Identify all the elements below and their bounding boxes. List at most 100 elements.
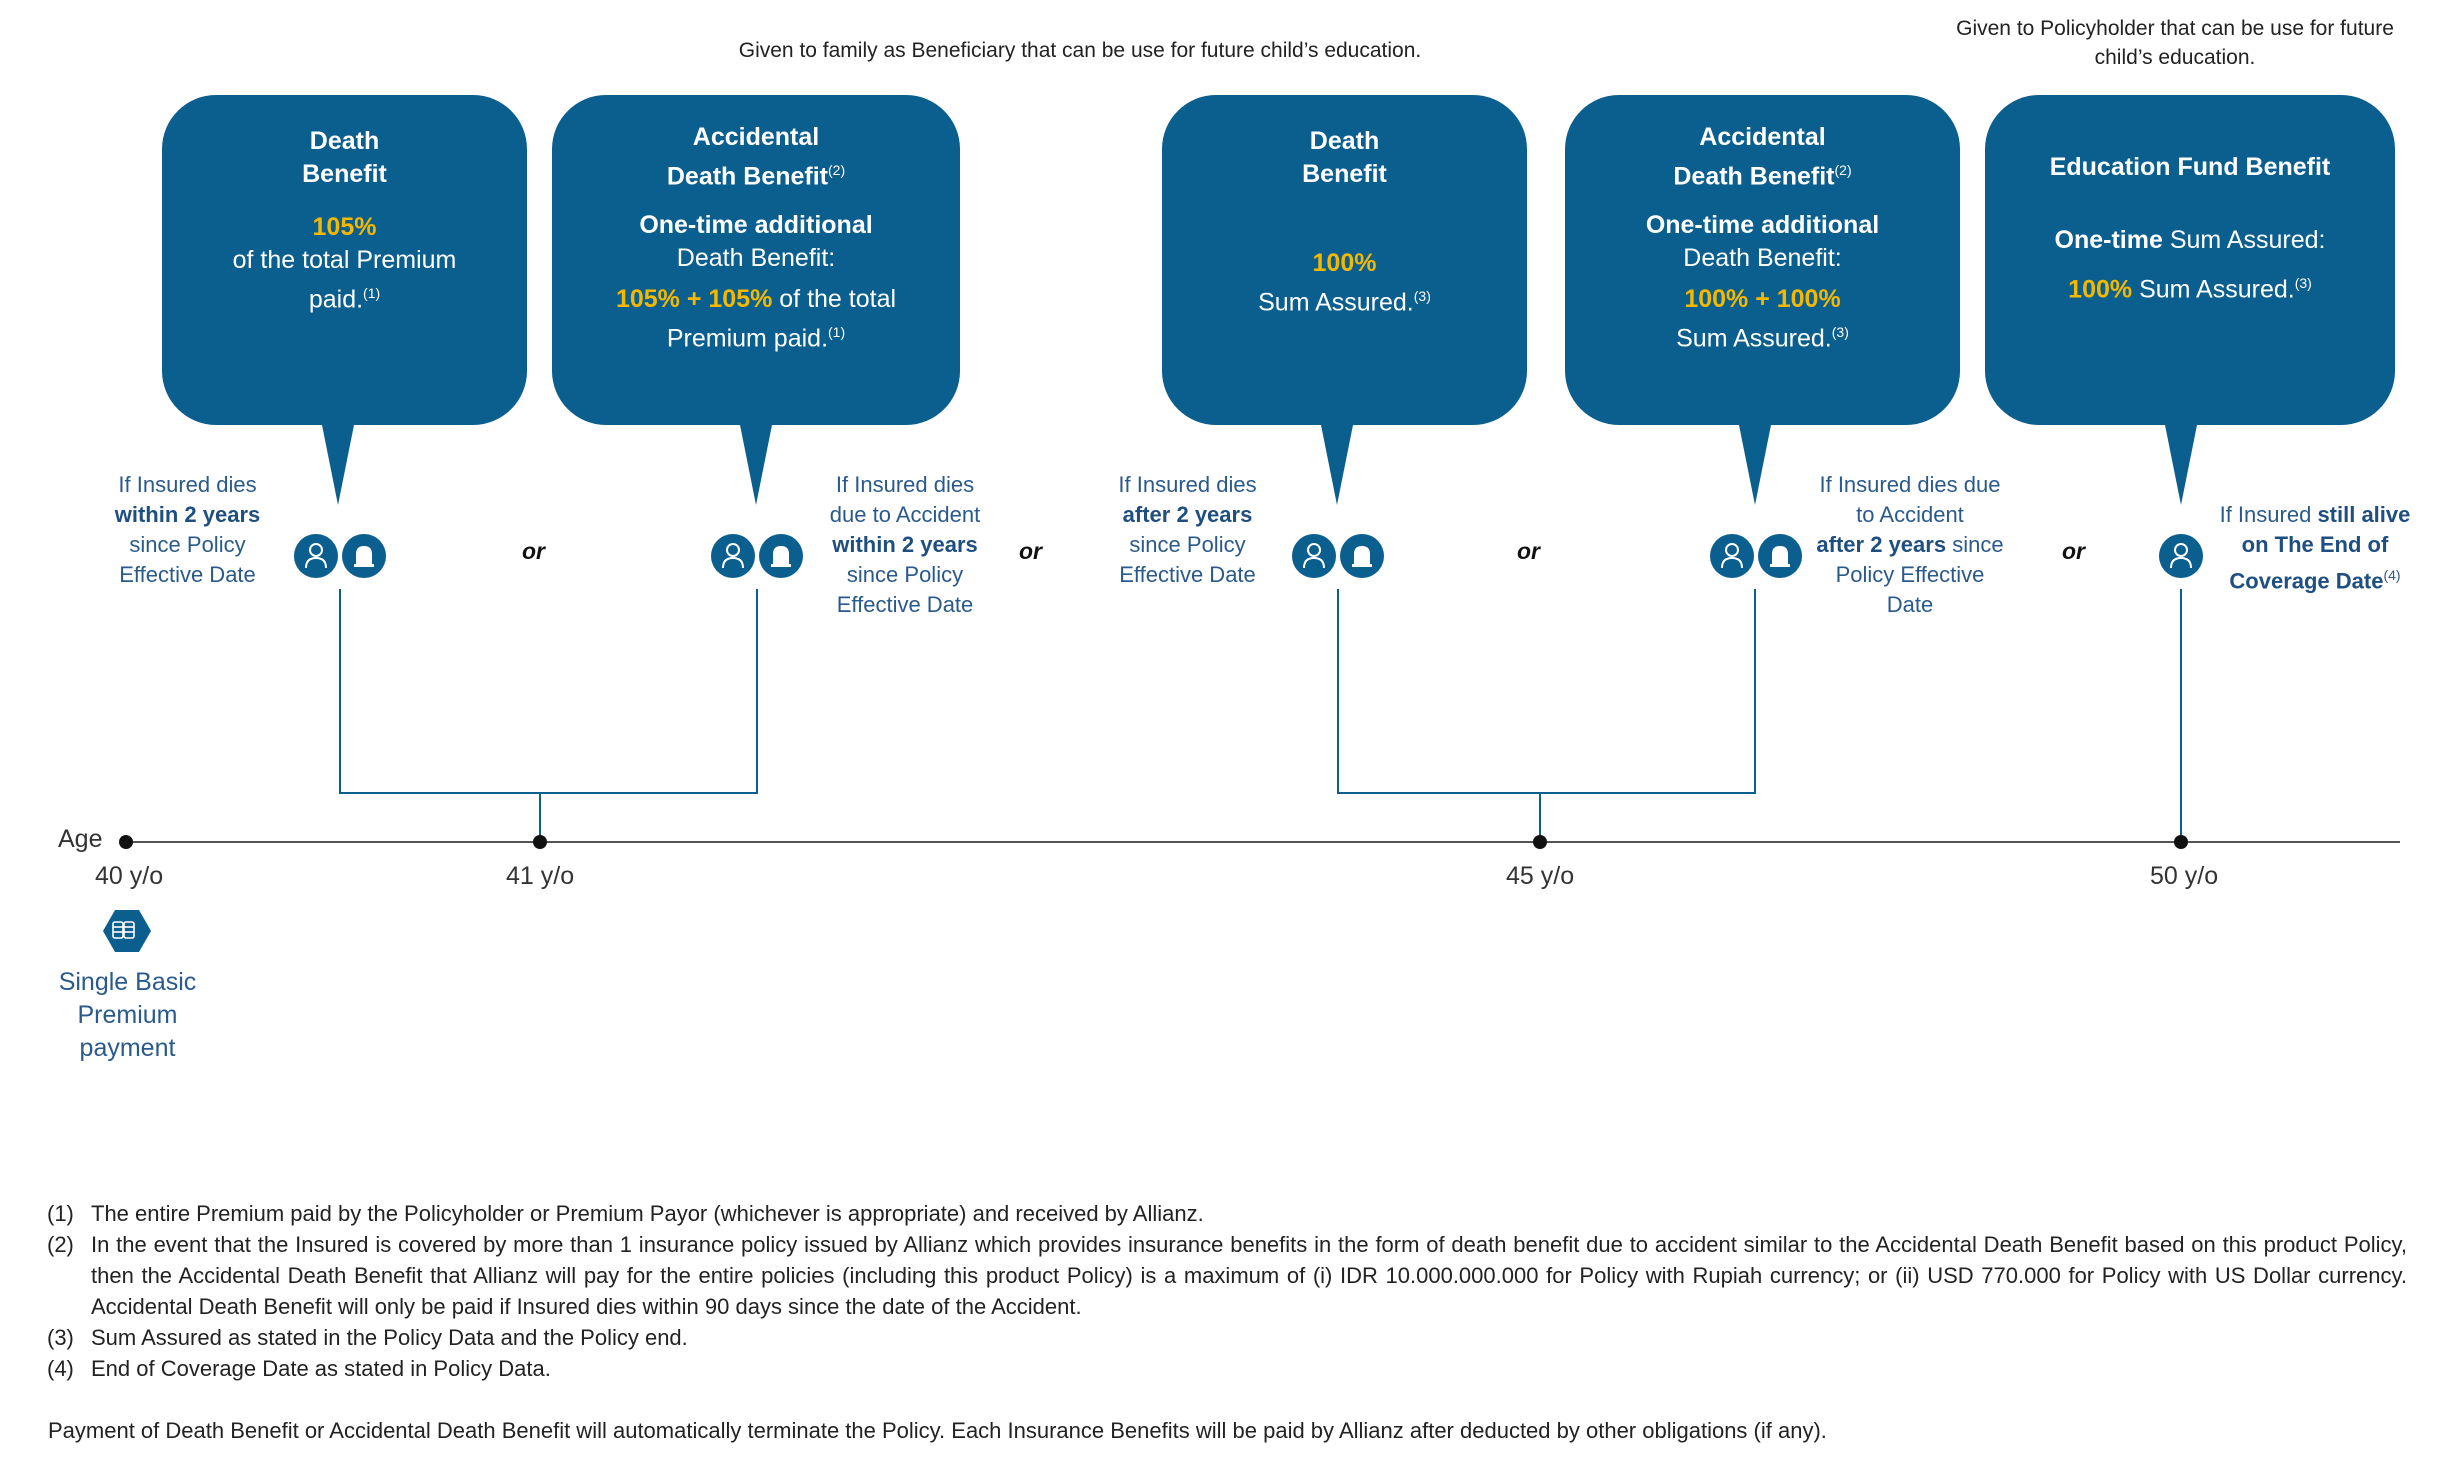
benefit-bold-line: One-time additional [1645, 211, 1880, 240]
footnote-ref: (2) [1834, 162, 1852, 178]
condition-1: If Insured dies within 2 years since Pol… [95, 470, 280, 590]
condition-text: Policy Effective [1835, 562, 1985, 587]
benefit-text: Sum Assured. [1258, 288, 1414, 317]
footnote-number: (2) [47, 1232, 74, 1257]
condition-text: since Policy [1129, 532, 1246, 557]
condition-4: If Insured dies due to Accident after 2 … [1800, 470, 2020, 620]
accidental-death-benefit-bubble-2: Accidental Death Benefit(2) One-time add… [1565, 95, 1960, 425]
death-benefit-bubble-1: Death Benefit 105% of the total Premium … [162, 95, 527, 425]
person-icon [711, 534, 755, 578]
age-tick-50: 50 y/o [2150, 862, 2219, 890]
condition-text: since Policy [846, 562, 964, 587]
bubble-tail [1739, 425, 1771, 505]
bubble-title: Death Benefit [1673, 162, 1835, 191]
footnote-text: In the event that the Insured is covered… [91, 1232, 2407, 1319]
footnote-item: (1) The entire Premium paid by the Policy… [47, 1198, 2407, 1229]
bubble-title: Benefit [1302, 160, 1387, 188]
benefit-text: Sum Assured: [2162, 226, 2326, 254]
footnote-ref: (3) [1831, 324, 1849, 341]
benefit-percentage: 105% + 105% [615, 285, 773, 314]
bubble-title: Death Benefit [666, 162, 828, 191]
footnote-item: (4) End of Coverage Date as stated in Pol… [47, 1353, 2407, 1384]
premium-text: payment [79, 1034, 176, 1062]
or-label: or [522, 538, 545, 564]
condition-bold: within 2 years [114, 502, 261, 527]
timeline-dot [533, 835, 547, 849]
condition-text: If Insured dies [835, 472, 975, 497]
age-tick-40: 40 y/o [95, 862, 164, 890]
age-tick-45: 45 y/o [1506, 862, 1575, 890]
bubble-title: Death [309, 127, 380, 155]
single-basic-premium-label: Single Basic Premium payment [45, 966, 210, 1065]
footnote-item: (3) Sum Assured as stated in the Policy D… [47, 1322, 2407, 1353]
premium-hexagon [103, 910, 151, 952]
bubble-title: Education Fund Benefit [2049, 153, 2331, 181]
condition-text: Effective Date [836, 592, 974, 617]
condition-text: Date [1886, 592, 1934, 617]
person-icon [1710, 534, 1754, 578]
bubble-title: Accidental [692, 123, 820, 151]
footnote-text: Sum Assured as stated in the Policy Data… [91, 1325, 688, 1350]
footnote-ref: (3) [2294, 275, 2312, 291]
payment-note: Payment of Death Benefit or Accidental D… [48, 1418, 1827, 1443]
condition-text: Effective Date [1119, 562, 1256, 587]
benefit-text: Premium paid. [666, 324, 829, 353]
or-label: or [1019, 538, 1042, 564]
benefit-percentage: 100% [2068, 275, 2133, 304]
benefit-text: of the total Premium [232, 246, 457, 274]
benefit-bold-line: One-time [2054, 226, 2163, 254]
policyholder-note: Given to Policyholder that can be use fo… [1956, 17, 2394, 69]
benefit-text: paid. [308, 285, 364, 314]
timeline-dot [119, 835, 133, 849]
connector-line [1337, 589, 1756, 794]
condition-bold: within 2 years [832, 532, 978, 557]
bubble-title: Death [1309, 127, 1380, 155]
bubble-tail [2165, 425, 2197, 505]
person-icon [294, 534, 338, 578]
benefit-percentage: 100% + 100% [1684, 285, 1841, 314]
timeline-dot [2174, 835, 2188, 849]
timeline-dot [1533, 835, 1547, 849]
condition-bold: after 2 years [1122, 502, 1253, 527]
premium-text: Premium [77, 1001, 178, 1029]
footnote-ref: (2) [828, 162, 846, 178]
condition-bold: Coverage Date [2229, 568, 2384, 594]
benefit-text: Death Benefit: [1683, 244, 1842, 273]
benefit-text: Death Benefit: [676, 244, 836, 273]
condition-bold: after 2 years [1816, 532, 1947, 557]
bubble-title: Benefit [302, 160, 387, 188]
bubble-title: Accidental [1699, 123, 1826, 151]
person-icon [1292, 534, 1336, 578]
footnote-item: (2) In the event that the Insured is cove… [47, 1229, 2407, 1322]
condition-text: since Policy [129, 532, 246, 557]
condition-text: to Accident [1856, 502, 1964, 527]
condition-text: If Insured [2219, 502, 2318, 527]
death-benefit-bubble-2: Death Benefit 100% Sum Assured.(3) [1162, 95, 1527, 425]
age-tick-41: 41 y/o [506, 862, 575, 890]
education-fund-bubble: Education Fund Benefit One-time Sum Assu… [1985, 95, 2395, 425]
condition-text: since [1946, 532, 2004, 557]
condition-2: If Insured dies due to Accident within 2… [805, 470, 1005, 620]
footnote-text: End of Coverage Date as stated in Policy… [91, 1356, 551, 1381]
or-label: or [2062, 538, 2085, 564]
condition-bold: on The End of [2241, 532, 2389, 557]
condition-text: If Insured dies [118, 472, 257, 497]
condition-5: If Insured still alive on The End of Cov… [2195, 500, 2435, 596]
bubble-tail [322, 425, 354, 505]
beneficiary-note: Given to family as Beneficiary that can … [738, 39, 1422, 62]
footnote-number: (3) [47, 1325, 74, 1350]
person-icon [2159, 534, 2203, 578]
footnote-number: (1) [47, 1201, 74, 1226]
benefit-text: Sum Assured. [2132, 275, 2295, 304]
footnote-number: (4) [47, 1356, 74, 1381]
connector-line [339, 589, 758, 794]
coins-icon [112, 921, 135, 939]
condition-text: Effective Date [119, 562, 256, 587]
benefit-percentage: 100% [1312, 249, 1377, 277]
footnote-text: The entire Premium paid by the Policyhol… [91, 1201, 1204, 1226]
bubble-tail [740, 425, 772, 505]
condition-text: due to Accident [829, 502, 981, 527]
age-label: Age [58, 825, 103, 853]
footnote-ref: (4) [2383, 567, 2401, 583]
or-label: or [1517, 538, 1540, 564]
